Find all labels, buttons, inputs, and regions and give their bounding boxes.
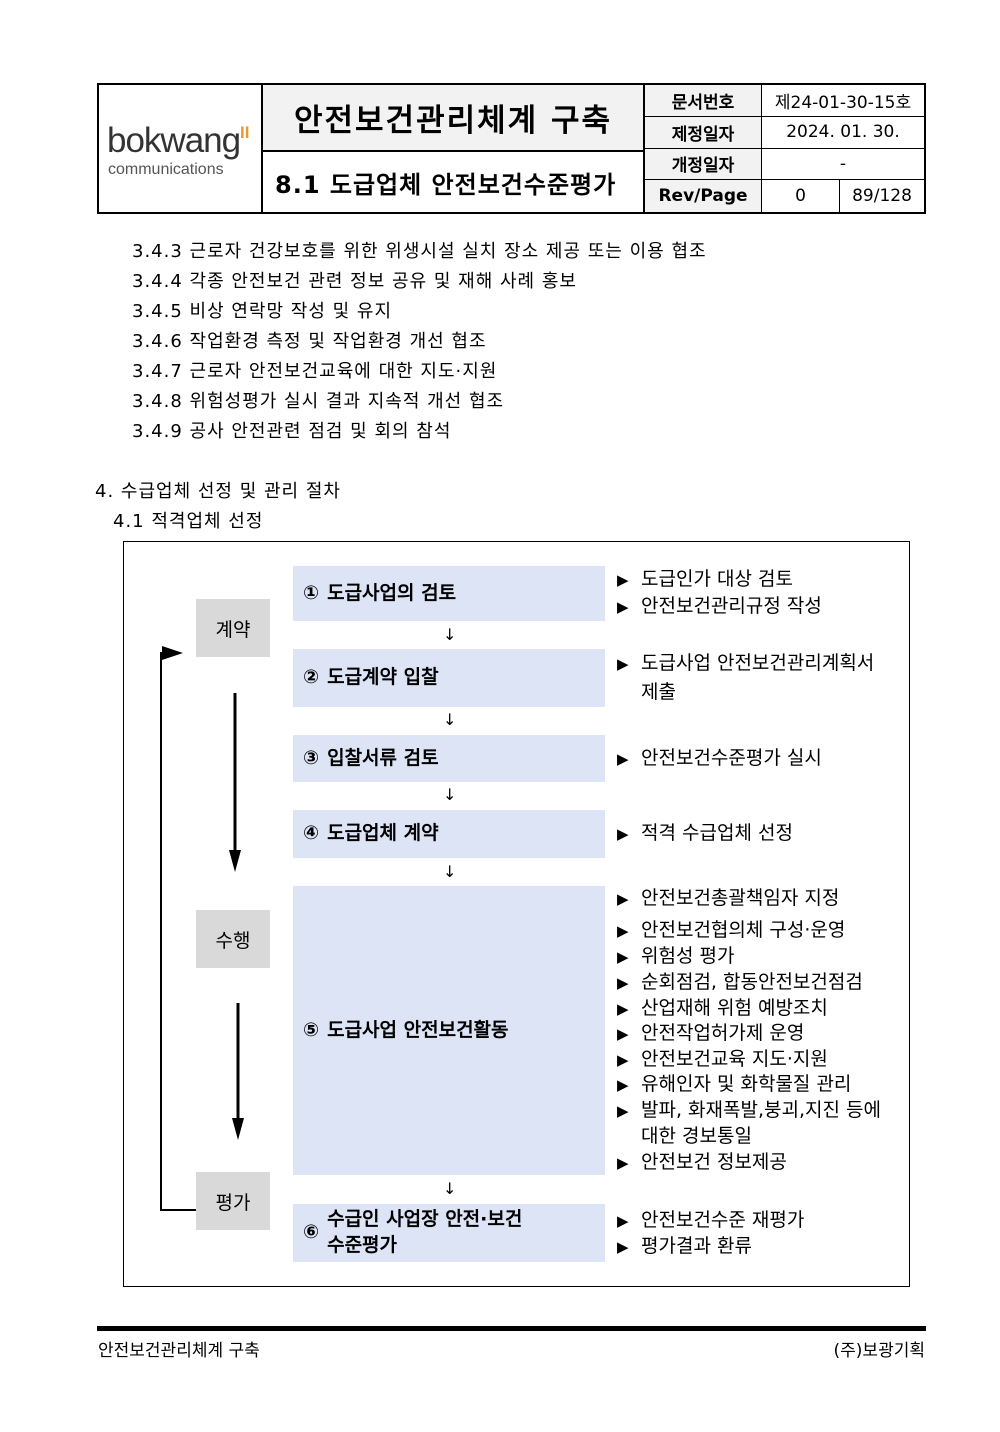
bullet-triangle-icon: ▶	[617, 1154, 629, 1172]
company-logo: bokwang II communications	[99, 85, 263, 212]
step-number: ①	[303, 581, 320, 604]
step-label: 도급업체 계약	[327, 822, 439, 845]
bullet-triangle-icon: ▶	[617, 1051, 629, 1069]
detail-item: ▶안전작업허가제 운영	[617, 1022, 805, 1044]
return-loop-line	[160, 652, 196, 1211]
return-loop-arrowhead	[162, 646, 183, 660]
bullet-triangle-icon: ▶	[617, 598, 629, 616]
step-number: ⑥	[303, 1221, 320, 1244]
detail-item: ▶도급인가 대상 검토	[617, 568, 793, 590]
logo-mark: II	[240, 123, 250, 142]
page-value: 89/128	[852, 186, 912, 207]
detail-item: ▶안전보건총괄책임자 지정	[617, 887, 840, 909]
down-arrow-icon: ↓	[443, 710, 457, 729]
footer-company: (주)보광기획	[833, 1341, 925, 1361]
rev-page-label: Rev/Page	[645, 180, 762, 212]
bullet-triangle-icon: ▶	[617, 1212, 629, 1230]
step-label: 도급사업의 검토	[327, 581, 457, 604]
bullet-triangle-icon: ▶	[617, 1000, 629, 1018]
bullet-triangle-icon: ▶	[617, 974, 629, 992]
list-item: 3.4.9 공사 안전관련 점검 및 회의 참석	[132, 421, 452, 442]
doc-no-value: 제24-01-30-15호	[762, 85, 924, 117]
detail-item: ▶안전보건 정보제공	[617, 1151, 787, 1173]
rev-value: 0	[762, 180, 840, 212]
logo-subtitle: communications	[108, 161, 224, 178]
selection-flow-diagram	[123, 541, 910, 1287]
detail-item-continued: 대한 경보통일	[641, 1125, 752, 1147]
phase-arrowhead-1	[229, 850, 241, 872]
step-3: ③ 입찰서류 검토	[293, 735, 605, 782]
detail-item: ▶적격 수급업체 선정	[617, 822, 793, 844]
step-4: ④ 도급업체 계약	[293, 810, 605, 858]
list-item: 3.4.6 작업환경 측정 및 작업환경 개선 협조	[132, 331, 487, 352]
footer-title: 안전보건관리체계 구축	[98, 1341, 260, 1361]
detail-item: ▶순회점검, 합동안전보건점검	[617, 971, 863, 993]
bullet-triangle-icon: ▶	[617, 571, 629, 589]
bullet-triangle-icon: ▶	[617, 825, 629, 843]
document-title: 안전보건관리체계 구축	[263, 85, 643, 152]
detail-item: ▶안전보건협의체 구성·운영	[617, 919, 846, 941]
down-arrow-icon: ↓	[443, 785, 457, 804]
detail-item: ▶안전보건관리규정 작성	[617, 595, 822, 617]
header-titles: 안전보건관리체계 구축 8.1 도급업체 안전보건수준평가	[263, 85, 645, 212]
step-label: 도급사업 안전보건활동	[327, 1018, 509, 1041]
detail-item-continued: 제출	[641, 681, 676, 703]
phase-contract: 계약	[196, 599, 270, 657]
detail-item: ▶산업재해 위험 예방조치	[617, 997, 828, 1019]
step-number: ③	[303, 746, 320, 769]
phase-arrowhead-2	[232, 1118, 244, 1140]
bullet-triangle-icon: ▶	[617, 1238, 629, 1256]
bullet-triangle-icon: ▶	[617, 1102, 629, 1120]
step-label: 입찰서류 검토	[327, 746, 439, 769]
list-item: 3.4.5 비상 연락망 작성 및 유지	[132, 301, 393, 322]
list-item: 3.4.3 근로자 건강보호를 위한 위생시설 실치 장소 제공 또는 이용 협…	[132, 241, 707, 262]
revised-value: -	[762, 149, 924, 181]
bullet-triangle-icon: ▶	[617, 1076, 629, 1094]
list-item: 3.4.8 위험성평가 실시 결과 지속적 개선 협조	[132, 391, 505, 412]
detail-item: ▶위험성 평가	[617, 945, 735, 967]
bullet-triangle-icon: ▶	[617, 1025, 629, 1043]
step-number: ④	[303, 822, 320, 845]
bullet-triangle-icon: ▶	[617, 922, 629, 940]
phase-execution: 수행	[196, 910, 270, 968]
step-5: ⑤ 도급사업 안전보건활동	[293, 886, 605, 1175]
logo-wordmark: bokwang	[107, 121, 241, 160]
detail-item: ▶도급사업 안전보건관리계획서	[617, 652, 875, 674]
step-label: 수급인 사업장 안전·보건 수준평가	[327, 1208, 523, 1256]
step-label: 도급계약 입찰	[327, 666, 439, 689]
phase-evaluation: 평가	[196, 1172, 270, 1230]
footer-divider	[97, 1326, 926, 1331]
detail-item: ▶안전보건교육 지도·지원	[617, 1048, 828, 1070]
step-6: ⑥ 수급인 사업장 안전·보건 수준평가	[293, 1204, 605, 1262]
bullet-triangle-icon: ▶	[617, 948, 629, 966]
document-meta-table: 문서번호 제24-01-30-15호 제정일자 2024. 01. 30. 개정…	[645, 85, 924, 212]
detail-item: ▶발파, 화재폭발,붕괴,지진 등에	[617, 1099, 881, 1121]
document-header: bokwang II communications 안전보건관리체계 구축 8.…	[97, 83, 926, 214]
revised-label: 개정일자	[645, 148, 762, 181]
down-arrow-icon: ↓	[443, 625, 457, 644]
bullet-triangle-icon: ▶	[617, 655, 629, 673]
detail-item: ▶안전보건수준평가 실시	[617, 747, 822, 769]
created-value: 2024. 01. 30.	[762, 117, 924, 149]
doc-no-label: 문서번호	[645, 85, 762, 117]
list-item: 3.4.4 각종 안전보건 관련 정보 공유 및 재해 사례 홍보	[132, 271, 577, 292]
bullet-triangle-icon: ▶	[617, 890, 629, 908]
created-label: 제정일자	[645, 116, 762, 149]
detail-item: ▶유해인자 및 화학물질 관리	[617, 1073, 852, 1095]
list-item: 3.4.7 근로자 안전보건교육에 대한 지도·지원	[132, 361, 498, 382]
down-arrow-icon: ↓	[443, 1179, 457, 1198]
section-heading-4: 4. 수급업체 선정 및 관리 절차	[95, 481, 341, 502]
step-number: ②	[303, 666, 320, 689]
document-subtitle: 8.1 도급업체 안전보건수준평가	[275, 170, 617, 199]
down-arrow-icon: ↓	[443, 862, 457, 881]
bullet-triangle-icon: ▶	[617, 750, 629, 768]
section-heading-4-1: 4.1 적격업체 선정	[113, 511, 264, 532]
detail-item: ▶평가결과 환류	[617, 1235, 752, 1257]
detail-item: ▶안전보건수준 재평가	[617, 1209, 805, 1231]
step-number: ⑤	[303, 1018, 320, 1041]
step-1: ① 도급사업의 검토	[293, 566, 605, 621]
step-2: ② 도급계약 입찰	[293, 649, 605, 707]
